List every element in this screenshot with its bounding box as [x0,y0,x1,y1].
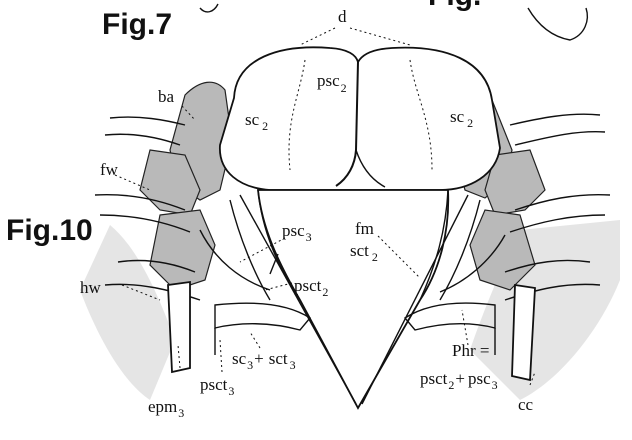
svg-text:epm3: epm3 [148,397,184,420]
fig7-fragment [200,4,218,12]
label-d: d [338,7,347,26]
label-epm3: epm3 [148,397,184,420]
label-fw: fw [100,160,119,179]
svg-text:sc3+sct3: sc3+sct3 [232,349,296,372]
fig-partial-fragment [528,8,587,40]
fig10-label: Fig.10 [6,214,93,247]
fig-partial-label: Fig. [428,0,481,12]
label-phr: Phr = [452,341,489,360]
svg-text:psct2+psc3: psct2+psc3 [420,369,498,392]
fig7-label: Fig.7 [102,8,172,41]
label-psct3: psct3 [200,375,234,398]
svg-text:psct3: psct3 [200,375,234,398]
label-cc: cc [518,395,534,414]
label-ba: ba [158,87,175,106]
label-hw: hw [80,278,102,297]
label-fm: fm [355,219,374,238]
label-phr-composition: psct2+psc3 [420,369,498,392]
